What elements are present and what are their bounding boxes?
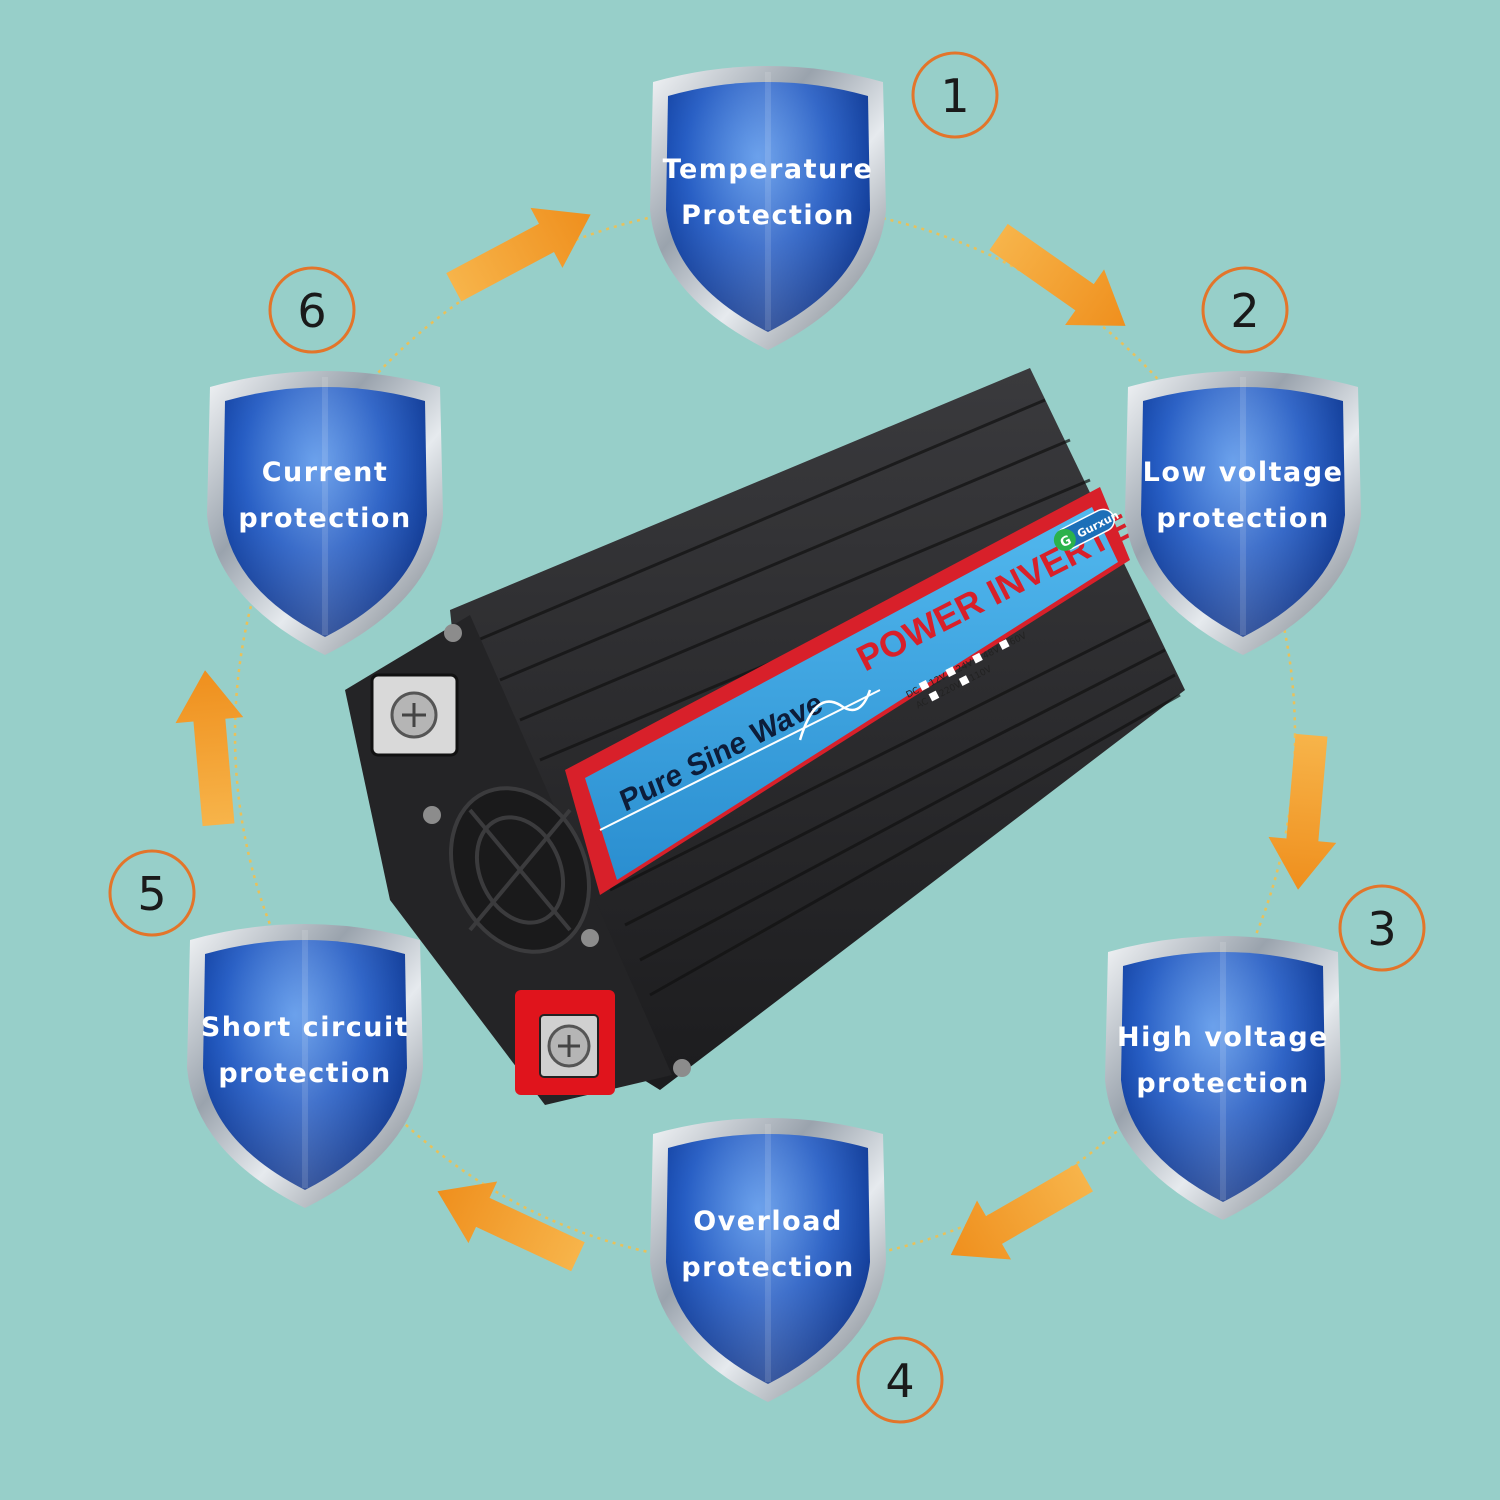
number-badge-5: 5 [108, 849, 196, 937]
arrow-4-to-5 [437, 1181, 585, 1272]
shield-temperature-protection: Temperature Protection [650, 66, 886, 350]
svg-text:Current: Current [262, 457, 389, 488]
negative-terminal [370, 673, 459, 757]
svg-text:2: 2 [1230, 284, 1259, 338]
number-badge-3: 3 [1338, 884, 1426, 972]
svg-text:Short circuit: Short circuit [201, 1012, 409, 1043]
number-badge-6: 6 [268, 266, 356, 354]
svg-text:High voltage: High voltage [1117, 1022, 1329, 1053]
arrow-2-to-3 [1268, 733, 1337, 890]
svg-text:Protection: Protection [681, 200, 855, 231]
shield-overload-protection: Overload protection [650, 1118, 886, 1402]
svg-text:AC: AC [915, 697, 930, 711]
svg-text:protection: protection [1136, 1068, 1309, 1099]
svg-text:5: 5 [137, 867, 166, 921]
arrow-5-to-6 [175, 670, 244, 827]
shield-low-voltage-protection: Low voltage protection [1125, 371, 1361, 655]
cooling-fan [449, 786, 591, 954]
svg-text:protection: protection [238, 503, 411, 534]
shield-short-circuit-protection: Short circuit protection [187, 924, 423, 1208]
svg-text:protection: protection [218, 1058, 391, 1089]
shield-current-protection: Current protection [207, 371, 443, 655]
svg-text:Low voltage: Low voltage [1143, 457, 1344, 488]
number-badge-1: 1 [911, 51, 999, 139]
svg-text:protection: protection [681, 1252, 854, 1283]
number-badge-2: 2 [1201, 266, 1289, 354]
svg-text:Overload: Overload [693, 1206, 843, 1237]
svg-text:6: 6 [297, 284, 326, 338]
shield-high-voltage-protection: High voltage protection [1105, 936, 1341, 1220]
svg-text:protection: protection [1156, 503, 1329, 534]
svg-text:Temperature: Temperature [663, 154, 874, 185]
svg-text:1: 1 [940, 69, 969, 123]
arrow-6-to-1 [446, 207, 591, 302]
svg-text:3: 3 [1367, 902, 1396, 956]
number-badge-4: 4 [856, 1336, 944, 1424]
arrow-1-to-2 [989, 223, 1126, 326]
arrow-3-to-4 [950, 1163, 1093, 1260]
power-inverter: Pure Sine Wave POWER INVERTER DC 12V 24V… [345, 368, 1185, 1105]
svg-text:4: 4 [885, 1354, 914, 1408]
positive-terminal [515, 990, 615, 1095]
